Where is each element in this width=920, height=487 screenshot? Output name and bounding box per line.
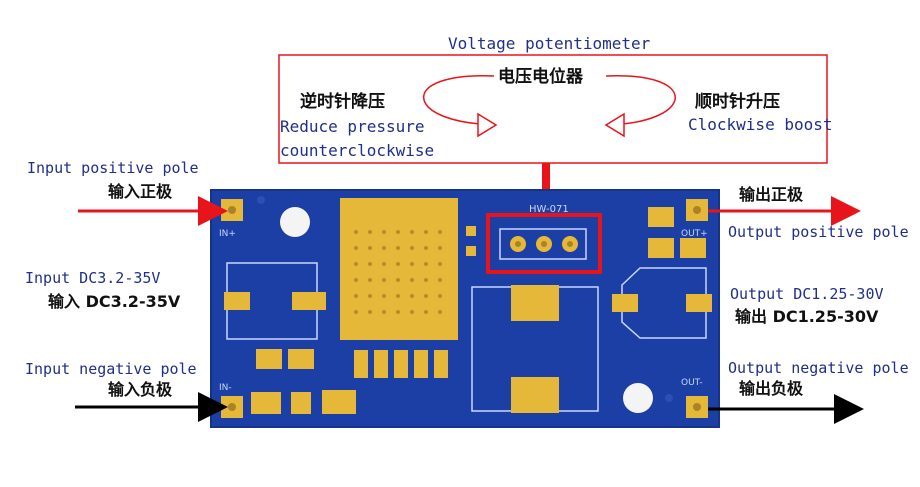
mounting-hole (280, 207, 310, 237)
model-silk: HW-071 (529, 204, 569, 215)
output-voltage-en: Output DC1.25-30V (730, 285, 884, 303)
ccw-label-en-line1: Reduce pressure (280, 117, 425, 136)
out-plus-silk: OUT+ (681, 229, 708, 239)
pot-label-cn: 电压电位器 (498, 66, 584, 87)
mounting-hole (623, 383, 653, 413)
output-voltage-cn: 输出 DC1.25-30V (735, 307, 879, 326)
output-positive-en: Output positive pole (728, 223, 909, 241)
ccw-label-en-line2: counterclockwise (280, 141, 434, 160)
pot-label-en: Voltage potentiometer (448, 34, 651, 53)
input-negative-cn: 输入负极 (108, 380, 173, 399)
in-plus-silk: IN+ (219, 229, 236, 239)
cw-rotation-arrow-icon (604, 75, 676, 138)
input-positive-en: Input positive pole (27, 159, 199, 177)
input-negative-en: Input negative pole (25, 360, 197, 378)
cw-label-en: Clockwise boost (688, 115, 833, 134)
out-minus-silk: OUT- (681, 378, 703, 388)
output-positive-cn: 输出正极 (739, 185, 804, 204)
output-negative-cn: 输出负极 (739, 379, 804, 398)
input-voltage-en: Input DC3.2-35V (25, 269, 160, 287)
pot-annotation-box (278, 54, 828, 164)
input-voltage-cn: 输入 DC3.2-35V (48, 292, 181, 311)
pcb-board: IN+ IN- OUT+ OUT- (210, 189, 720, 428)
output-negative-en: Output negative pole (728, 359, 909, 377)
cw-label-cn: 顺时针升压 (695, 91, 780, 112)
ccw-label-cn: 逆时针降压 (300, 91, 385, 112)
potentiometer (499, 228, 587, 260)
potentiometer-highlight (486, 213, 602, 274)
input-positive-cn: 输入正极 (108, 182, 173, 201)
in-minus-silk: IN- (219, 383, 232, 393)
ccw-rotation-arrow-icon (423, 75, 498, 138)
output-capacitor-outline (621, 267, 707, 339)
